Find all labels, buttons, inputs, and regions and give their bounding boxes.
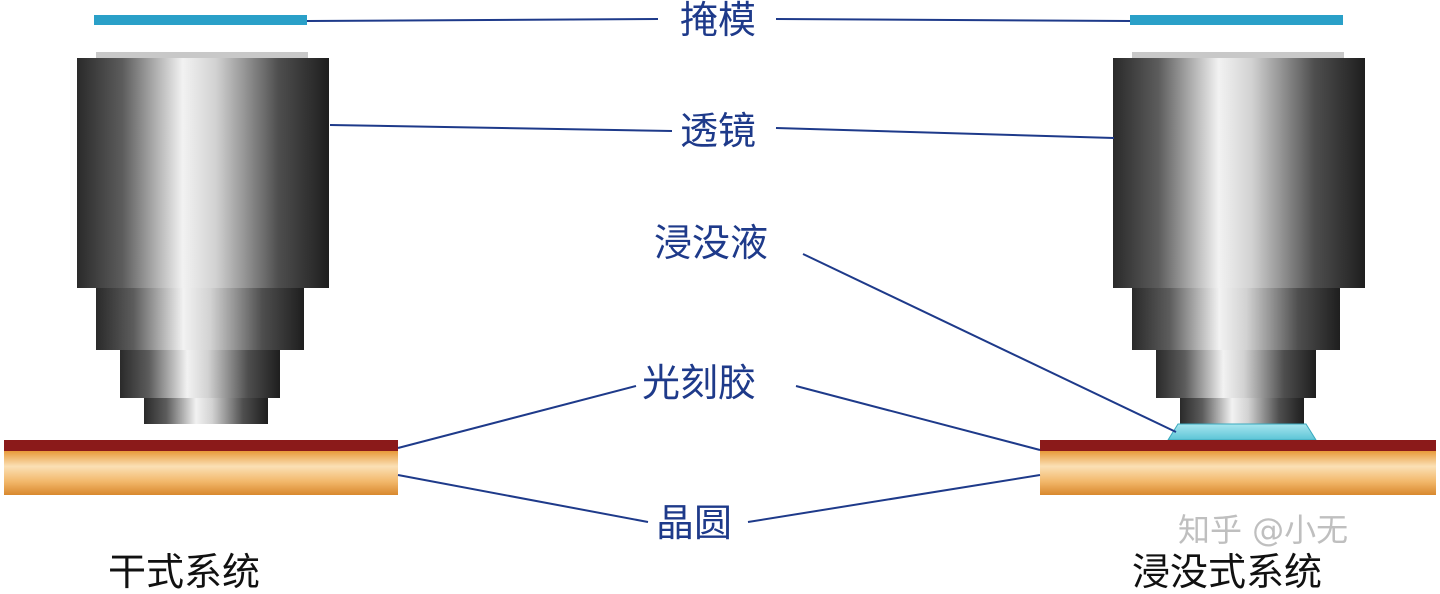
lens-right [1113, 52, 1365, 424]
mask-right [1130, 15, 1343, 25]
photoresist-left [4, 440, 398, 451]
lens-left [77, 52, 329, 424]
label-photoresist: 光刻胶 [642, 361, 757, 405]
wafer-right [1040, 451, 1436, 495]
label-dry-system: 干式系统 [108, 550, 261, 594]
mask-left [94, 15, 307, 25]
watermark: 知乎 @小无 [1178, 511, 1349, 549]
immersion-liquid [1167, 423, 1317, 441]
wafer-left [4, 451, 398, 495]
leader-wafer-right [747, 474, 1041, 523]
leader-lens-right [775, 127, 1115, 139]
leader-lens-left [329, 124, 673, 132]
leader-resist-left [397, 385, 637, 449]
leader-resist-right [795, 385, 1041, 451]
leader-lines [306, 18, 1177, 523]
label-immersion-system: 浸没式系统 [1132, 550, 1323, 594]
leader-liquid [802, 253, 1177, 433]
label-mask: 掩模 [680, 0, 757, 42]
label-wafer: 晶圆 [656, 501, 733, 545]
label-immersion-liquid: 浸没液 [654, 221, 769, 265]
leader-mask-left [306, 18, 659, 22]
label-lens: 透镜 [680, 109, 757, 153]
leader-wafer-left [397, 474, 649, 523]
leader-mask-right [775, 18, 1131, 22]
photoresist-right [1040, 440, 1436, 451]
